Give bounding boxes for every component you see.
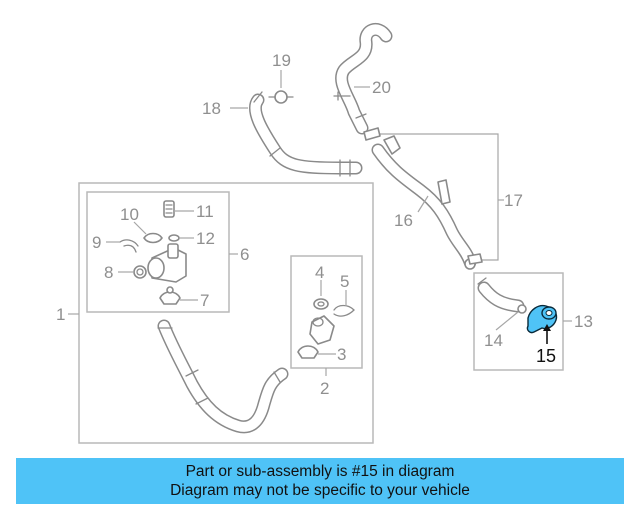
- callout-7: 7: [200, 291, 209, 310]
- hose-14: [477, 277, 525, 313]
- hose-18: [248, 91, 363, 177]
- info-banner: Part or sub-assembly is #15 in diagram D…: [16, 458, 624, 504]
- callout-9: 9: [92, 233, 101, 252]
- leader-16: [417, 195, 429, 213]
- oring-12: [168, 234, 180, 242]
- hose-1: [157, 319, 289, 434]
- clamp-3: [297, 345, 319, 359]
- callout-14: 14: [484, 331, 503, 350]
- callout-13: 13: [574, 312, 593, 331]
- assembly-box-6: [86, 191, 230, 313]
- oring-8: [133, 265, 147, 279]
- callout-3: 3: [337, 345, 346, 364]
- callout-16: 16: [394, 211, 413, 230]
- clamp-7: [159, 286, 181, 305]
- callout-6: 6: [240, 245, 249, 264]
- leader-14: [495, 311, 519, 331]
- banner-line-1: Part or sub-assembly is #15 in diagram: [185, 463, 455, 480]
- leader-10: [133, 221, 147, 235]
- callout-8: 8: [104, 263, 113, 282]
- callout-4: 4: [315, 263, 324, 282]
- callout-5: 5: [340, 272, 349, 291]
- pipe-16: [371, 135, 477, 270]
- connector-2: [309, 315, 335, 345]
- sensor-11: [163, 200, 175, 218]
- callout-10: 10: [120, 205, 139, 224]
- clamp-19: [268, 90, 294, 104]
- clip-5: [333, 304, 355, 317]
- callout-11: 11: [196, 202, 214, 221]
- callout-19: 19: [272, 51, 291, 70]
- banner-line-2: Diagram may not be specific to your vehi…: [170, 482, 470, 499]
- callout-15[interactable]: 15: [536, 346, 556, 366]
- part-15-highlighted[interactable]: [526, 304, 558, 334]
- callout-2: 2: [320, 379, 329, 398]
- callout-17: 17: [504, 191, 523, 210]
- hose-20: [333, 23, 393, 135]
- leader-15: [543, 324, 551, 344]
- callout-20: 20: [372, 78, 391, 97]
- callout-18: 18: [202, 99, 221, 118]
- clamp-14: [517, 304, 527, 314]
- clip-10: [143, 232, 163, 244]
- clip-9: [119, 239, 139, 253]
- bracket-17: [363, 127, 504, 265]
- assembly-box-1: [78, 182, 374, 444]
- thermostat-housing-6: [147, 243, 187, 283]
- callout-12: 12: [196, 229, 215, 248]
- callout-1: 1: [56, 305, 65, 324]
- gasket-4: [313, 298, 329, 310]
